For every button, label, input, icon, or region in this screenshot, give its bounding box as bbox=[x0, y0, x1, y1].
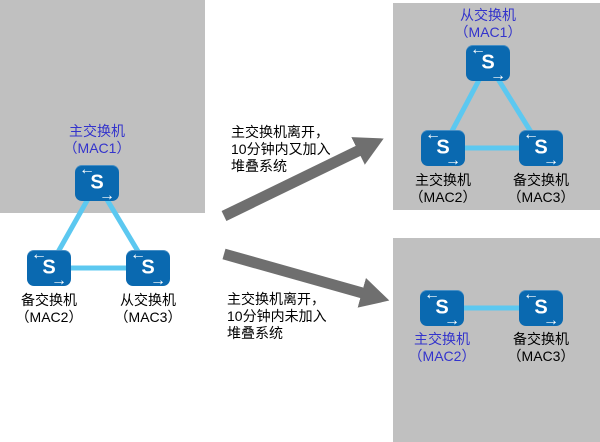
switch-icon-left-master: ← S → bbox=[75, 161, 119, 204]
tr-panel-title-line1: 从交换机 bbox=[460, 7, 516, 23]
switch-arrow-right-icon: → bbox=[444, 312, 460, 329]
switch-arrow-right-icon: → bbox=[543, 152, 559, 169]
switch-icon-left-slave: ← S → bbox=[126, 247, 170, 289]
br-panel-left-label-line1: 主交换机 bbox=[414, 331, 470, 347]
switch-arrow-left-icon: ← bbox=[470, 41, 486, 58]
tr-panel-br-label-line2: （MAC3） bbox=[507, 189, 575, 205]
switch-arrow-left-icon: ← bbox=[424, 286, 440, 303]
switch-arrow-left-icon: ← bbox=[79, 161, 95, 178]
switch-icon-left-backup: ← S → bbox=[27, 246, 71, 289]
switch-arrow-right-icon: → bbox=[150, 272, 166, 289]
transition-top-caption-line3: 堆叠系统 bbox=[231, 158, 287, 174]
transition-top-caption-line1: 主交换机离开， bbox=[231, 124, 329, 140]
transition-bottom-caption-line3: 堆叠系统 bbox=[227, 325, 283, 341]
tr-panel-bl-label-line1: 主交换机 bbox=[415, 172, 471, 188]
transition-arrow-bottom-icon bbox=[222, 248, 390, 308]
switch-icon-br-backup: ← S → bbox=[519, 286, 563, 329]
left-panel-br-label-line2: （MAC3） bbox=[114, 309, 182, 325]
bottom-right-stack-panel bbox=[393, 238, 600, 442]
switch-icon-br-master: ← S → bbox=[420, 286, 464, 329]
switch-arrow-left-icon: ← bbox=[31, 246, 47, 263]
tr-panel-title-line2: （MAC1） bbox=[454, 24, 522, 40]
switch-arrow-right-icon: → bbox=[543, 312, 559, 329]
switch-icon-tr-master: ← S → bbox=[421, 126, 465, 169]
tr-panel-bl-label-line2: （MAC2） bbox=[409, 189, 477, 205]
left-panel-bl-label-line1: 备交换机 bbox=[21, 292, 77, 308]
switch-icon-tr-backup: ← S → bbox=[519, 127, 563, 169]
transition-top-caption-line2: 10分钟内又加入 bbox=[231, 141, 331, 157]
switch-arrow-right-icon: → bbox=[445, 152, 461, 169]
transition-bottom-caption-line2: 10分钟内未加入 bbox=[227, 308, 327, 324]
switch-arrow-right-icon: → bbox=[490, 67, 506, 84]
br-panel-right-label-line2: （MAC3） bbox=[507, 348, 575, 364]
switch-arrow-right-icon: → bbox=[51, 272, 67, 289]
left-panel-bl-label-line2: （MAC2） bbox=[15, 309, 83, 325]
switch-arrow-right-icon: → bbox=[99, 187, 115, 204]
transition-bottom-caption: 主交换机离开， 10分钟内未加入 堆叠系统 bbox=[227, 291, 327, 342]
left-panel-title-line1: 主交换机 bbox=[69, 123, 125, 139]
switch-arrow-left-icon: ← bbox=[425, 126, 441, 143]
left-panel-br-label-line1: 从交换机 bbox=[120, 292, 176, 308]
br-panel-right-label-line1: 备交换机 bbox=[513, 331, 569, 347]
transition-top-caption: 主交换机离开， 10分钟内又加入 堆叠系统 bbox=[231, 124, 331, 175]
tr-panel-br-label-line1: 备交换机 bbox=[513, 172, 569, 188]
switch-icon-tr-slave: ← S → bbox=[466, 41, 510, 84]
br-panel-left-label-line2: （MAC2） bbox=[408, 348, 476, 364]
transition-bottom-caption-line1: 主交换机离开， bbox=[227, 291, 325, 307]
left-panel-title-line2: （MAC1） bbox=[63, 140, 131, 156]
switch-arrow-left-icon: ← bbox=[523, 286, 539, 303]
